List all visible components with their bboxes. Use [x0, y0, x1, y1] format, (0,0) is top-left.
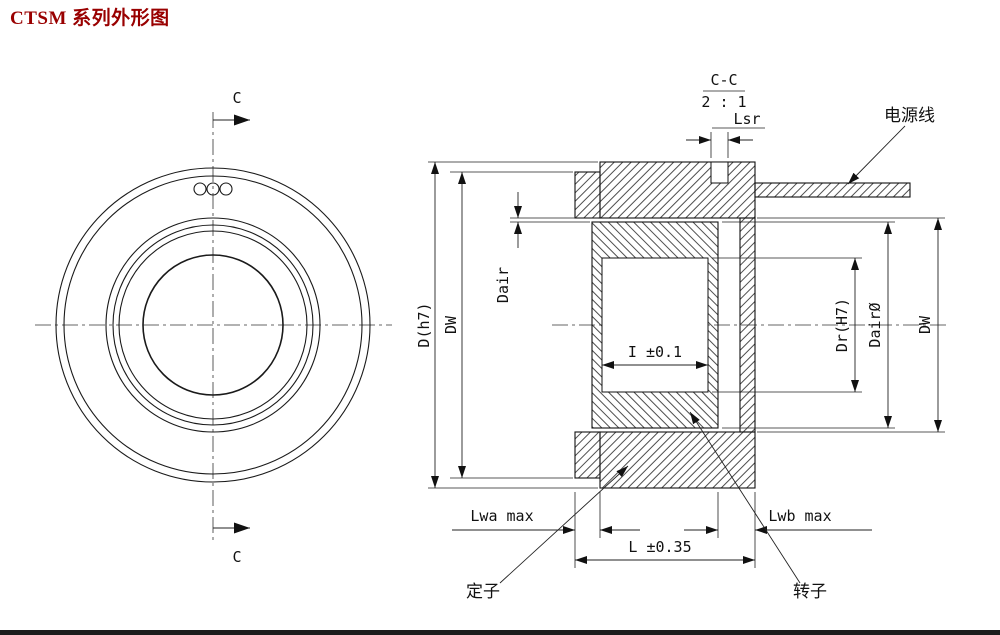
terminal-holes — [193, 182, 233, 196]
label-power-wire: 电源线 — [884, 106, 935, 126]
power-wire-leader — [847, 125, 906, 185]
front-view: C C — [35, 89, 392, 566]
stator-leader — [499, 465, 629, 584]
section-scale: 2 : 1 — [701, 93, 746, 111]
section-letter-top: C — [232, 89, 241, 107]
wire-slot — [710, 161, 729, 184]
dim-dw-right: DW — [916, 315, 934, 334]
label-stator: 定子 — [466, 582, 500, 602]
page-bottom-edge — [0, 630, 1000, 635]
dim-l: L ±0.35 — [628, 538, 691, 556]
section-view: C-C 2 : 1 Lsr D(h7) DW Dair I ±0.1 Dr(H7… — [415, 71, 948, 602]
dim-dair-dia: DairØ — [866, 302, 884, 347]
section-cut-marks: C C — [213, 89, 250, 566]
section-letter-bottom: C — [232, 548, 241, 566]
dim-dair: Dair — [494, 267, 512, 303]
concentric-circles — [55, 167, 371, 483]
dim-i: I ±0.1 — [628, 343, 682, 361]
dim-lwb: Lwb max — [768, 507, 831, 525]
dim-dw-left: DW — [442, 315, 460, 334]
section-name: C-C — [710, 71, 737, 89]
leader-lines — [499, 125, 906, 584]
power-cable-section — [754, 182, 911, 198]
rotor-section — [591, 221, 719, 429]
dim-lsr: Lsr — [733, 110, 760, 128]
rotor-bore — [601, 257, 709, 393]
dimension-lines — [428, 127, 945, 568]
label-rotor: 转子 — [793, 582, 827, 602]
dim-lwa: Lwa max — [470, 507, 533, 525]
dim-dr-h7: Dr(H7) — [833, 298, 851, 352]
rotor-leader — [689, 411, 801, 584]
stator-section — [574, 161, 756, 489]
dim-d-h7: D(h7) — [415, 302, 433, 347]
page-title: CTSM 系列外形图 — [10, 6, 170, 29]
